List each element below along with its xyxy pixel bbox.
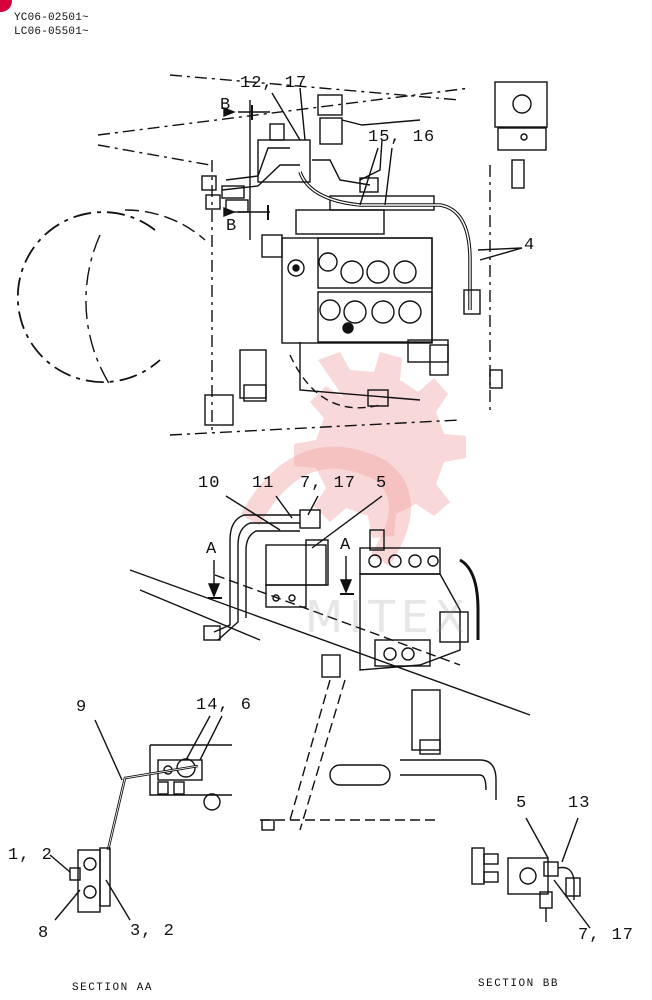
callout-7-17: 7, 17 [300,474,357,493]
callout-a-right: A [340,536,352,555]
callout-15-16: 15, 16 [368,128,436,147]
section-bb-label: SECTION BB [478,978,560,990]
callout-13: 13 [568,794,591,813]
callout-4: 4 [524,236,536,255]
callout-bb-5: 5 [516,794,528,813]
callout-8: 8 [38,924,50,943]
callout-12-17: 12, 17 [240,74,308,93]
callout-bb-7-17: 7, 17 [578,926,635,945]
serial-number-1: YC06-02501~ [14,12,89,24]
callout-b-lower: B [226,217,238,236]
section-aa-view [49,715,232,921]
callout-3-2: 3, 2 [130,922,175,941]
middle-assembly [129,495,531,831]
callout-1-2: 1, 2 [8,846,53,865]
callout-11: 11 [252,474,275,493]
callout-14-6: 14, 6 [196,696,253,715]
callout-10: 10 [198,474,221,493]
section-aa-label: SECTION AA [72,982,154,994]
section-bb-view [471,817,591,929]
callout-a-left: A [206,540,218,559]
callout-9: 9 [76,698,88,717]
top-assembly [16,74,548,436]
watermark-gear-icon [294,352,466,538]
watermark-arc [240,446,411,567]
serial-number-2: LC06-05501~ [14,26,89,38]
callout-5: 5 [376,474,388,493]
callout-b-upper: B [220,96,232,115]
watermark-text: MITEX [305,592,471,643]
